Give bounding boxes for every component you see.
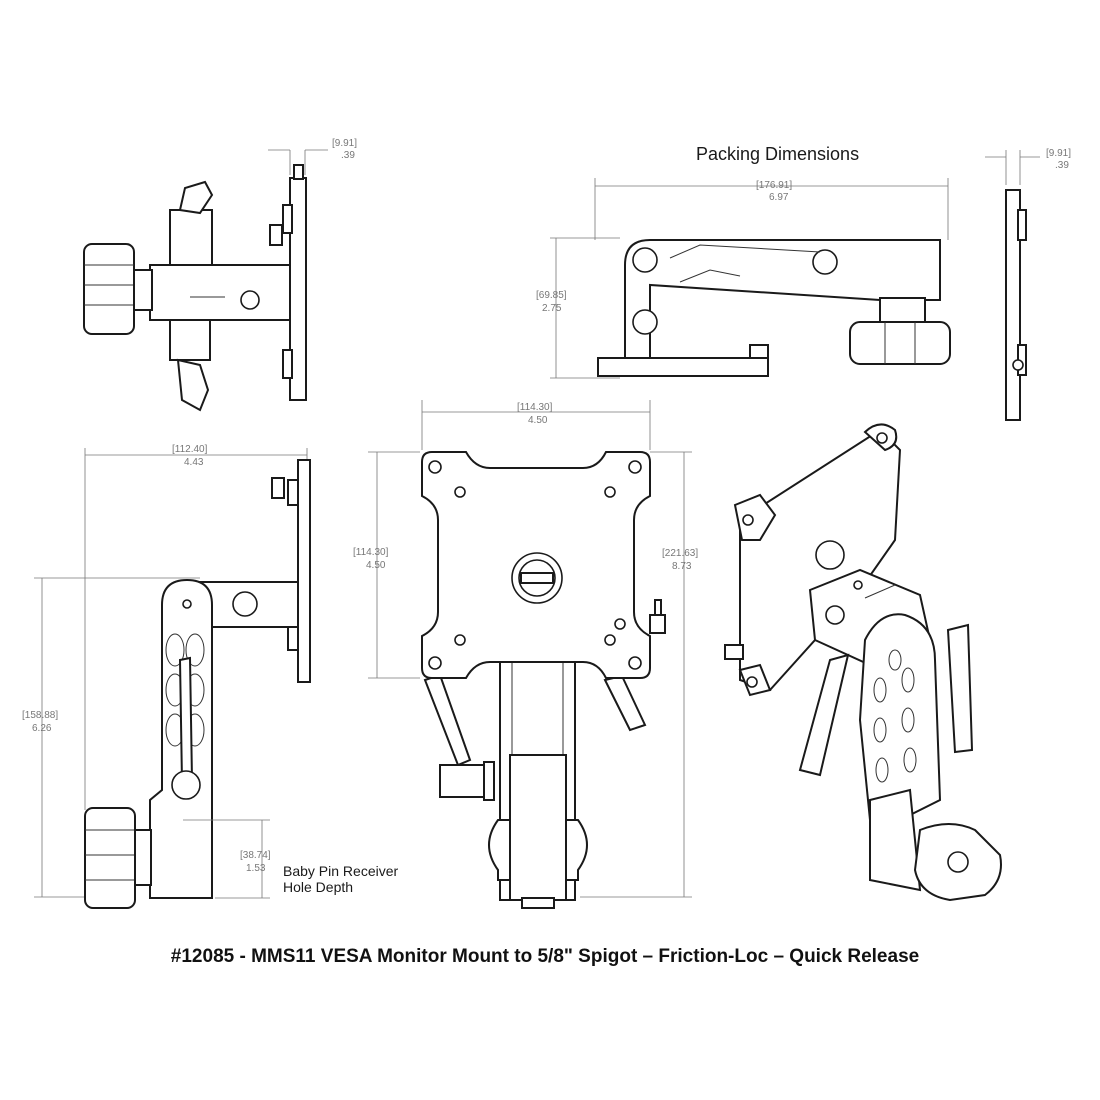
dim-vesa-height-in: 4.50	[366, 560, 386, 571]
side-view-drawing: [112.40] 4.43 [158.88] 6.26	[22, 444, 399, 909]
dim-side-width-in: 4.43	[184, 457, 204, 468]
packing-view-drawing: Packing Dimensions [176.91] 6.97 [69.85]…	[536, 144, 951, 379]
dim-vesa-width-mm: [114.30]	[517, 402, 553, 413]
dim-vesa-height-mm: [114.30]	[353, 547, 389, 558]
dim-packing-width-in: 6.97	[769, 192, 789, 203]
dim-side-height-mm: [158.88]	[22, 710, 58, 721]
dim-hole-depth-in: 1.53	[246, 863, 266, 874]
front-view-drawing: [114.30] 4.50 [114.30] 4.50 [221.63] 8.7…	[353, 400, 698, 909]
dim-top-thickness-in: .39	[341, 150, 355, 161]
dim-packing-height-mm: [69.85]	[536, 290, 567, 301]
dim-packing-width-mm: [176.91]	[756, 180, 792, 191]
dim-vesa-width-in: 4.50	[528, 415, 548, 426]
dim-top-thickness-mm: [9.91]	[332, 138, 357, 149]
dim-packing-thickness-mm: [9.91]	[1046, 148, 1071, 159]
dim-side-width-mm: [112.40]	[172, 444, 208, 455]
dim-side-height-in: 6.26	[32, 723, 52, 734]
dim-packing-thickness-in: .39	[1055, 160, 1069, 171]
dim-packing-height-in: 2.75	[542, 303, 562, 314]
packing-heading: Packing Dimensions	[696, 144, 859, 164]
dim-overall-height-in: 8.73	[672, 561, 692, 572]
packing-side-drawing: [9.91] .39	[985, 148, 1071, 421]
dim-hole-depth-mm: [38.74]	[240, 850, 271, 861]
top-view-drawing: [9.91] .39	[83, 138, 357, 412]
dim-overall-height-mm: [221.63]	[662, 548, 698, 559]
note-line1: Baby Pin Receiver	[283, 863, 399, 879]
note-line2: Hole Depth	[283, 879, 353, 895]
caption-title: #12085 - MMS11 VESA Monitor Mount to 5/8…	[171, 946, 919, 967]
isometric-view-drawing	[724, 423, 1002, 902]
